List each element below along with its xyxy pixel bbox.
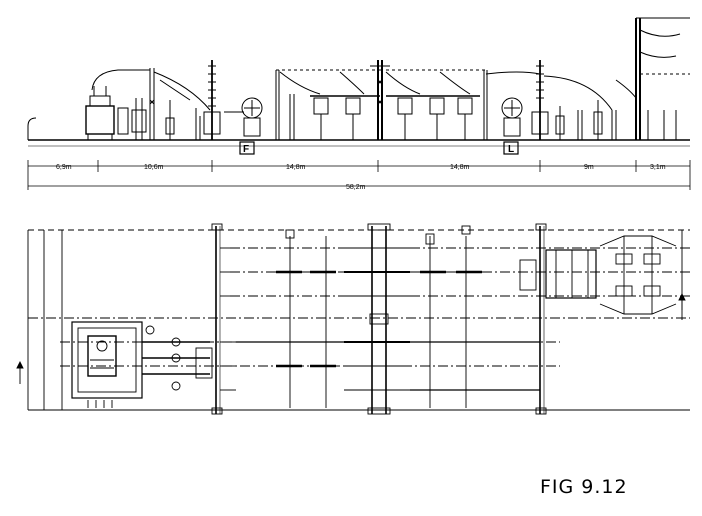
gantry-plan-2 — [535, 223, 547, 415]
marker-l — [503, 141, 519, 155]
marker-l-label: L — [508, 144, 514, 155]
dimension-2: 10,6m — [144, 164, 164, 171]
bay-equipment-2 — [543, 75, 617, 140]
marker-f — [239, 141, 255, 155]
bay-equipment-1 — [131, 98, 201, 140]
dimension-4: 14,8m — [450, 164, 470, 171]
transformer-plan — [71, 321, 143, 408]
power-transformer — [85, 69, 150, 140]
dimension-row — [27, 160, 691, 190]
figure-caption: FIG 9.12 — [540, 476, 628, 498]
central-column-plan — [344, 223, 410, 415]
dimension-total: 58,2m — [346, 184, 366, 191]
central-tower — [370, 60, 390, 140]
busbar-isolators-left — [310, 95, 380, 140]
elevation-view: F — [27, 17, 690, 155]
left-boundary — [27, 117, 37, 140]
insulator-column-2 — [485, 60, 549, 140]
plan-view — [16, 223, 690, 415]
bus-section-left — [236, 229, 370, 408]
dimension-5: 9m — [584, 164, 594, 171]
circuit-breaker-1 — [224, 97, 263, 137]
dimension-3: 14,8m — [286, 164, 306, 171]
terminal-tower — [615, 17, 690, 140]
dimension-1: 6,9m — [56, 164, 72, 171]
portal-gantry-right — [380, 69, 488, 140]
bus-section-right — [410, 225, 540, 408]
insulator-column-1 — [203, 60, 221, 140]
portal-gantry-left — [275, 69, 380, 140]
circuit-breaker-2 — [501, 97, 523, 137]
line-bay-plan — [519, 230, 686, 320]
gantry-1 — [149, 68, 211, 140]
dimension-6: 3,1m — [650, 164, 666, 171]
marker-f-label: F — [243, 144, 249, 155]
gantry-plan-1 — [211, 223, 236, 415]
transformer-bay-plan — [142, 325, 213, 391]
